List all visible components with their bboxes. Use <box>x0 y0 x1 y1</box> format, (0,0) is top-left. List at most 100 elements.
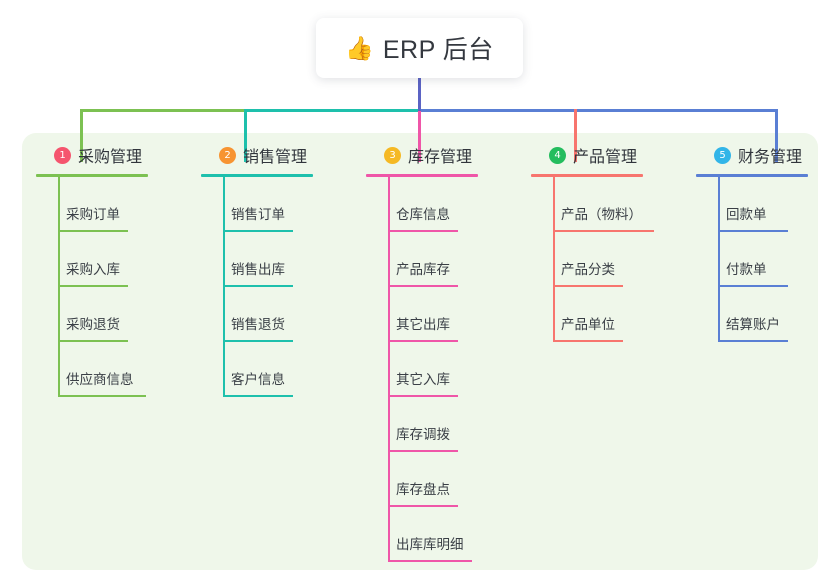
leaf-node-rule <box>223 285 293 287</box>
column-rule-2 <box>201 174 313 177</box>
leaf-node-label: 客户信息 <box>231 372 285 387</box>
column-spine-2 <box>223 177 225 397</box>
leaf-node[interactable]: 客户信息 <box>201 342 313 397</box>
leaf-node-label: 采购入库 <box>66 262 120 277</box>
thumbs-up-icon: 👍 <box>345 34 374 61</box>
column-5: 5 财务管理回款单付款单结算账户 <box>696 142 808 342</box>
column-badge-icon-4: 4 <box>549 146 566 164</box>
leaf-node[interactable]: 其它入库 <box>366 342 478 397</box>
column-rule-5 <box>696 174 808 177</box>
bus-segment-2 <box>244 109 418 112</box>
leaf-node[interactable]: 出库库明细 <box>366 507 478 562</box>
drop-connector-1 <box>80 109 83 162</box>
leaf-node-rule <box>58 395 146 397</box>
column-title-1: 采购管理 <box>78 149 143 166</box>
column-title-5: 财务管理 <box>738 149 803 166</box>
leaf-node[interactable]: 产品单位 <box>531 287 643 342</box>
leaf-node-rule <box>58 230 128 232</box>
leaf-node-rule <box>223 230 293 232</box>
leaf-node-rule <box>58 285 128 287</box>
leaf-node[interactable]: 销售退货 <box>201 287 313 342</box>
leaf-node[interactable]: 产品分类 <box>531 232 643 287</box>
bus-segment-3 <box>418 109 775 112</box>
column-title-3: 库存管理 <box>408 149 473 166</box>
leaf-node-label: 其它出库 <box>396 317 450 332</box>
leaf-node-label: 回款单 <box>726 207 767 222</box>
column-items-2: 销售订单销售出库销售退货客户信息 <box>201 177 313 397</box>
leaf-node-rule <box>388 340 458 342</box>
drop-connector-2 <box>244 109 247 162</box>
leaf-node-rule <box>388 560 472 562</box>
leaf-node-label: 库存盘点 <box>396 482 450 497</box>
leaf-node[interactable]: 销售订单 <box>201 177 313 232</box>
leaf-node[interactable]: 库存调拨 <box>366 397 478 452</box>
leaf-node-rule <box>388 395 458 397</box>
leaf-node[interactable]: 其它出库 <box>366 287 478 342</box>
leaf-node-rule <box>58 340 128 342</box>
leaf-node-label: 结算账户 <box>726 317 780 332</box>
drop-connector-4 <box>574 109 577 162</box>
drop-connector-5 <box>775 109 778 162</box>
column-spine-5 <box>718 177 720 342</box>
leaf-node-rule <box>223 340 293 342</box>
column-header-1[interactable]: 1 采购管理 <box>36 142 148 168</box>
leaf-node[interactable]: 付款单 <box>696 232 808 287</box>
column-badge-icon-3: 3 <box>384 146 401 164</box>
leaf-node[interactable]: 采购订单 <box>36 177 148 232</box>
leaf-node[interactable]: 回款单 <box>696 177 808 232</box>
column-badge-icon-2: 2 <box>219 146 236 164</box>
column-items-1: 采购订单采购入库采购退货供应商信息 <box>36 177 148 397</box>
root-node-title: ERP 后台 <box>382 36 494 64</box>
column-1: 1 采购管理采购订单采购入库采购退货供应商信息 <box>36 142 148 397</box>
column-items-5: 回款单付款单结算账户 <box>696 177 808 342</box>
column-spine-3 <box>388 177 390 562</box>
leaf-node-label: 销售出库 <box>231 262 285 277</box>
leaf-node-rule <box>553 340 623 342</box>
column-header-3[interactable]: 3 库存管理 <box>366 142 478 168</box>
leaf-node-label: 销售订单 <box>231 207 285 222</box>
leaf-node-rule <box>718 340 788 342</box>
leaf-node[interactable]: 结算账户 <box>696 287 808 342</box>
leaf-node[interactable]: 产品（物料） <box>531 177 654 232</box>
leaf-node-rule <box>388 450 458 452</box>
column-spine-1 <box>58 177 60 397</box>
content-panel <box>22 133 818 570</box>
leaf-node-rule <box>553 285 623 287</box>
leaf-node-label: 产品单位 <box>561 317 615 332</box>
leaf-node-label: 供应商信息 <box>66 372 134 387</box>
column-4: 4 产品管理产品（物料）产品分类产品单位 <box>531 142 654 342</box>
leaf-node-label: 库存调拨 <box>396 427 450 442</box>
leaf-node-rule <box>718 230 788 232</box>
bus-segment-1 <box>80 109 244 112</box>
column-items-3: 仓库信息产品库存其它出库其它入库库存调拨库存盘点出库库明细 <box>366 177 478 562</box>
leaf-node-label: 其它入库 <box>396 372 450 387</box>
column-rule-3 <box>366 174 478 177</box>
leaf-node[interactable]: 采购退货 <box>36 287 148 342</box>
drop-connector-3 <box>418 109 421 162</box>
leaf-node-rule <box>388 230 458 232</box>
leaf-node[interactable]: 库存盘点 <box>366 452 478 507</box>
column-header-4[interactable]: 4 产品管理 <box>531 142 643 168</box>
column-badge-icon-5: 5 <box>714 146 731 164</box>
leaf-node[interactable]: 采购入库 <box>36 232 148 287</box>
column-header-5[interactable]: 5 财务管理 <box>696 142 808 168</box>
leaf-node-label: 出库库明细 <box>396 537 464 552</box>
column-title-4: 产品管理 <box>573 149 638 166</box>
leaf-node[interactable]: 仓库信息 <box>366 177 478 232</box>
root-node-card[interactable]: 👍 ERP 后台 <box>316 18 523 78</box>
column-items-4: 产品（物料）产品分类产品单位 <box>531 177 654 342</box>
leaf-node[interactable]: 供应商信息 <box>36 342 148 397</box>
leaf-node[interactable]: 产品库存 <box>366 232 478 287</box>
leaf-node[interactable]: 销售出库 <box>201 232 313 287</box>
column-badge-icon-1: 1 <box>54 146 71 164</box>
leaf-node-label: 采购退货 <box>66 317 120 332</box>
root-node-inner: 👍 ERP 后台 <box>345 30 494 66</box>
leaf-node-rule <box>553 230 654 232</box>
leaf-node-label: 付款单 <box>726 262 767 277</box>
leaf-node-rule <box>223 395 293 397</box>
column-rule-1 <box>36 174 148 177</box>
trunk-connector <box>418 78 421 111</box>
